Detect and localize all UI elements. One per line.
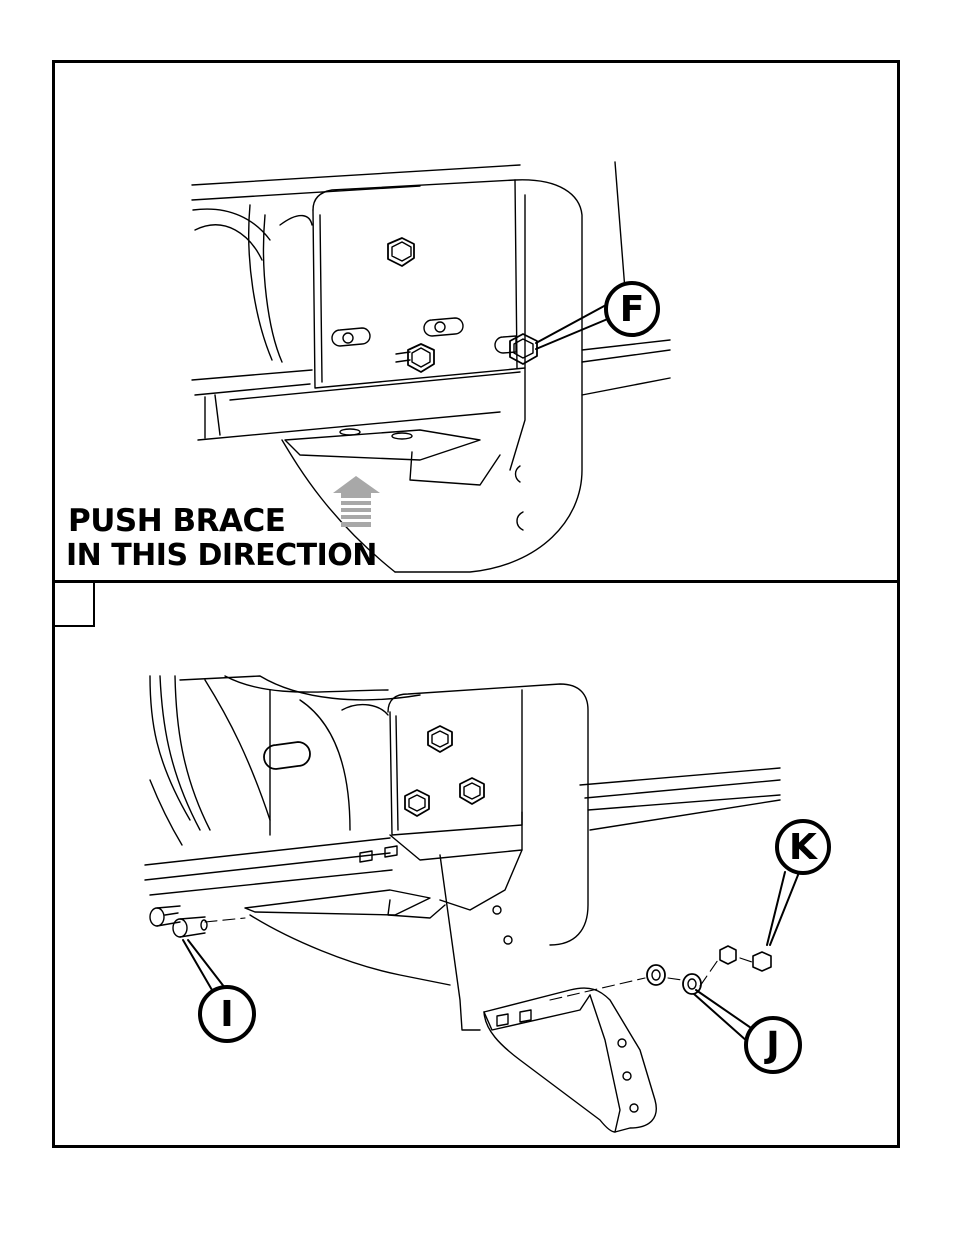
callout-k-label: K [789,827,817,868]
callout-f: F [604,281,660,337]
callout-leaders-bottom [183,870,800,1042]
push-direction-arrow [333,476,380,527]
push-brace-caption: PUSH BRACE [68,503,285,539]
callout-i: I [198,985,256,1043]
callout-j-label: J [766,1025,779,1066]
bottom-bracket-plate [245,684,588,1030]
direction-caption: IN THIS DIRECTION [66,538,377,573]
top-bolts [388,238,537,372]
top-bracket-plate [282,180,582,572]
bottom-bolts [360,726,484,862]
callout-f-leaders [536,305,610,349]
callout-i-label: I [220,994,233,1035]
callout-k: K [775,819,831,875]
callout-f-label: F [620,289,645,330]
bottom-brace [484,988,656,1132]
bottom-dashed-guides [205,918,752,1000]
bottom-hardware [150,906,771,994]
callout-j: J [744,1016,802,1074]
bottom-frame [145,676,780,895]
top-frame-rail [192,162,670,440]
top-slots [332,318,516,353]
